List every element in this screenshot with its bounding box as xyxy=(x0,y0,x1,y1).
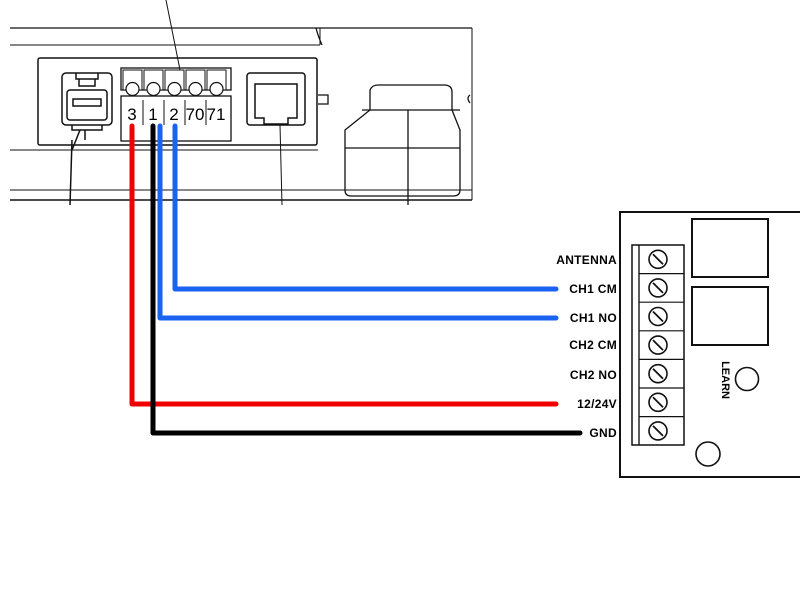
terminal-label-3: 3 xyxy=(127,105,136,124)
screw-slot xyxy=(652,425,664,437)
left-connector-icon xyxy=(61,72,113,206)
label-ch2-cm: CH2 CM xyxy=(569,338,617,352)
label-ch2-no: CH2 NO xyxy=(570,368,617,382)
learn-button[interactable] xyxy=(734,366,760,392)
label-gnd: GND xyxy=(589,426,617,440)
status-led xyxy=(695,441,721,467)
receiver-module: LEARN xyxy=(619,211,800,478)
wires xyxy=(129,123,583,436)
relay-1 xyxy=(691,218,769,278)
terminal-label-1: 1 xyxy=(148,105,157,124)
screw-slot xyxy=(652,253,664,265)
label-ch1-cm: CH1 CM xyxy=(569,282,617,296)
screw-slot xyxy=(652,396,664,408)
screw-slot xyxy=(652,368,664,380)
label-ch1-no: CH1 NO xyxy=(570,311,617,325)
wire-black-gnd xyxy=(150,123,583,436)
terminal-label-71: 71 xyxy=(207,105,226,124)
label-12-24v: 12/24V xyxy=(577,397,617,411)
rj-connector-icon xyxy=(246,72,306,206)
wire-red-12-24v xyxy=(129,123,559,407)
wire-blue-ch1-no xyxy=(157,123,559,321)
screw-slot xyxy=(652,339,664,351)
learn-label: LEARN xyxy=(719,361,731,399)
relay-2 xyxy=(691,286,769,346)
controller-terminal-block: 3 1 2 70 71 xyxy=(120,0,232,142)
terminal-label-2: 2 xyxy=(169,105,178,124)
screw-slot xyxy=(652,282,664,294)
terminal-label-70: 70 xyxy=(186,105,205,124)
screw-slot xyxy=(652,310,664,323)
wire-blue-ch1-cm xyxy=(172,123,559,292)
receiver-terminal-labels: ANTENNA CH1 CM CH1 NO CH2 CM CH2 NO 12/2… xyxy=(556,253,617,440)
controller-unit xyxy=(10,27,473,205)
label-antenna: ANTENNA xyxy=(556,253,617,267)
